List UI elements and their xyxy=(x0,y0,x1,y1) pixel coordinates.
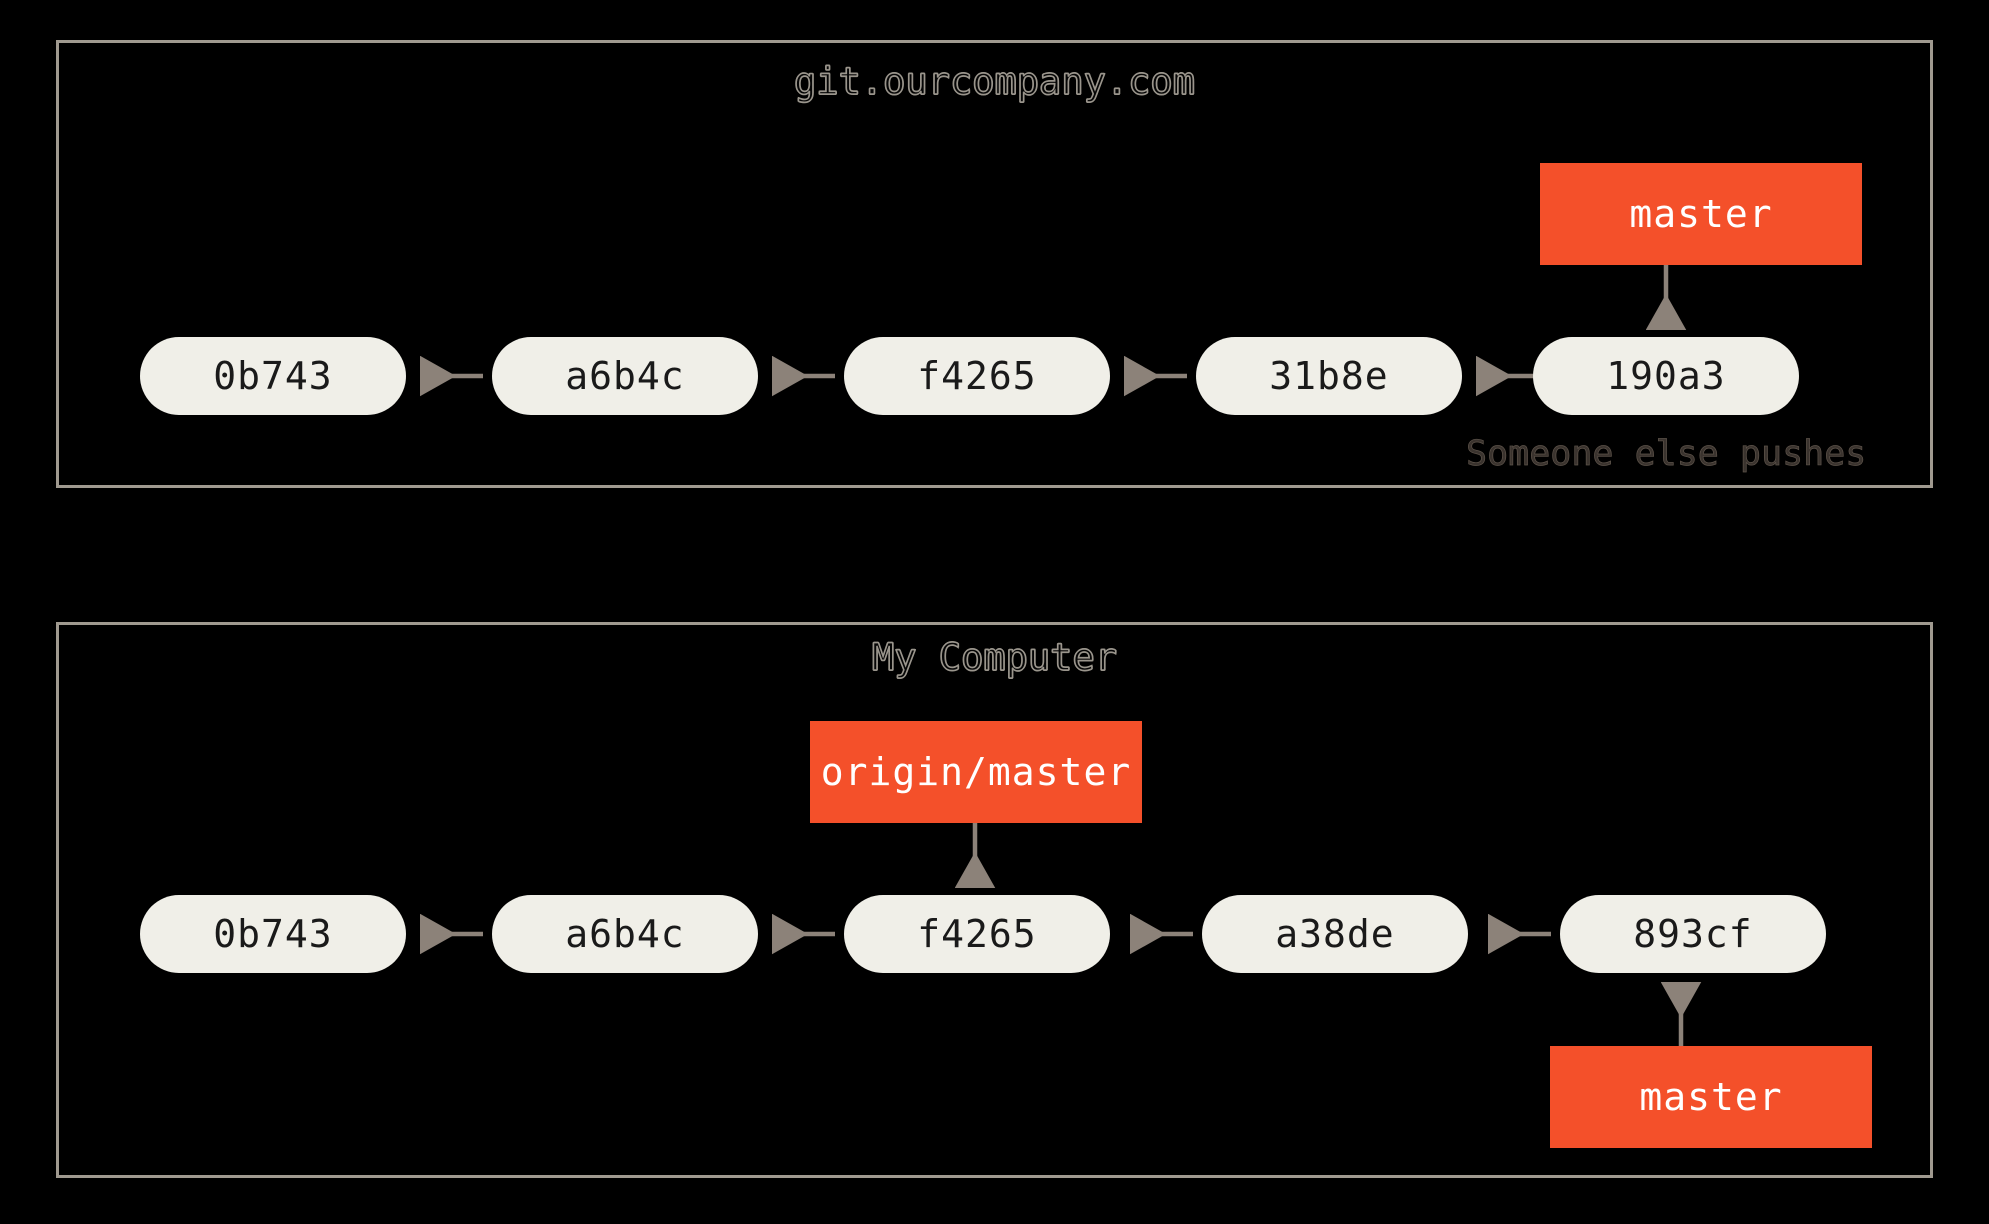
commit-node[interactable]: a6b4c xyxy=(492,337,758,415)
commit-node[interactable]: 893cf xyxy=(1560,895,1826,973)
caption-someone-else-pushes: Someone else pushes xyxy=(1466,434,1867,475)
panel-local-repository xyxy=(56,622,1933,1178)
branch-label-origin-master[interactable]: origin/master xyxy=(810,721,1142,823)
commit-node[interactable]: a6b4c xyxy=(492,895,758,973)
commit-node[interactable]: 190a3 xyxy=(1533,337,1799,415)
commit-node[interactable]: a38de xyxy=(1202,895,1468,973)
commit-node[interactable]: f4265 xyxy=(844,337,1110,415)
commit-node[interactable]: f4265 xyxy=(844,895,1110,973)
branch-label-master-remote[interactable]: master xyxy=(1540,163,1862,265)
commit-node[interactable]: 31b8e xyxy=(1196,337,1462,415)
panel-remote-title: git.ourcompany.com xyxy=(793,59,1195,103)
commit-node[interactable]: 0b743 xyxy=(140,337,406,415)
branch-label-master-local[interactable]: master xyxy=(1550,1046,1872,1148)
panel-remote-repository xyxy=(56,40,1933,488)
commit-node[interactable]: 0b743 xyxy=(140,895,406,973)
panel-local-title: My Computer xyxy=(871,635,1118,679)
